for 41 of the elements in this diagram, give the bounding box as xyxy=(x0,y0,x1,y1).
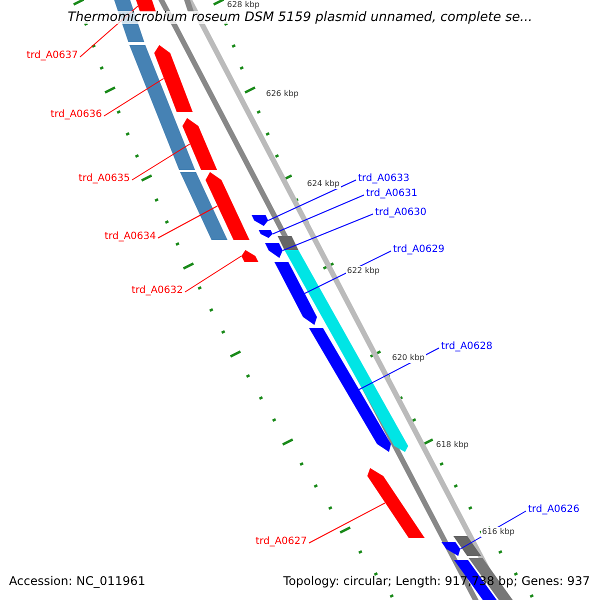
gene-segment xyxy=(367,468,425,538)
summary-text: Topology: circular; Length: 917,738 bp; Genes: 937 xyxy=(283,575,590,587)
leader-line xyxy=(158,206,218,238)
gene-segment xyxy=(154,45,193,112)
gene-label: trd_A0636 xyxy=(50,110,102,120)
gene-segment xyxy=(258,230,273,238)
leader-line xyxy=(104,78,164,116)
leader-line xyxy=(308,502,386,544)
position-label: 616 kbp xyxy=(481,527,516,537)
gene-segment xyxy=(206,172,250,240)
gene-label: trd_A0633 xyxy=(358,174,410,184)
leader-line xyxy=(132,144,190,180)
gene-segment xyxy=(182,118,218,170)
gene-segment xyxy=(441,542,460,556)
position-label: 622 kbp xyxy=(346,266,381,276)
leader-line xyxy=(272,194,364,234)
gene-segment xyxy=(309,328,391,452)
gene-label: trd_A0634 xyxy=(104,232,156,242)
gene-label: trd_A0631 xyxy=(366,189,418,199)
gene-segment xyxy=(252,215,268,226)
gene-label: trd_A0629 xyxy=(393,245,444,255)
gene-segment xyxy=(265,243,283,258)
gene-segment xyxy=(274,262,317,325)
position-label: 626 kbp xyxy=(265,89,300,99)
gene-label: trd_A0626 xyxy=(528,505,580,515)
gene-label: trd_A0632 xyxy=(132,286,183,296)
leader-line xyxy=(184,256,242,292)
position-label: 628 kbp xyxy=(226,0,261,10)
accession-text: Accession: NC_011961 xyxy=(9,575,146,587)
position-label: 618 kbp xyxy=(435,440,470,450)
gene-label: trd_A0627 xyxy=(256,537,307,547)
gene-label: trd_A0630 xyxy=(375,208,426,218)
gene-label: trd_A0637 xyxy=(26,51,78,61)
leader-line xyxy=(268,180,356,221)
gene-label: trd_A0628 xyxy=(441,342,492,352)
gene-segment xyxy=(134,0,156,12)
gene-segment xyxy=(241,250,258,262)
leader-line xyxy=(282,214,374,251)
gene-label: trd_A0635 xyxy=(78,174,130,184)
position-label: 620 kbp xyxy=(391,353,426,363)
position-label: 624 kbp xyxy=(306,179,341,189)
